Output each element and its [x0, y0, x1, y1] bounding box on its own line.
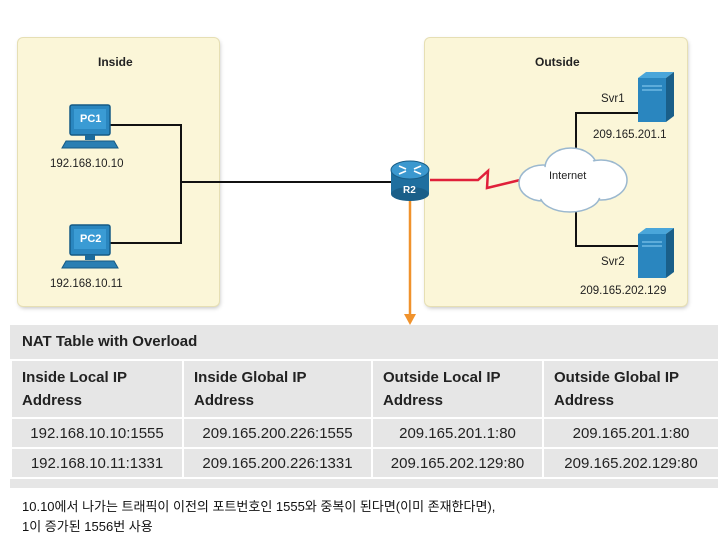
table-cell: 209.165.201.1:80	[542, 417, 720, 449]
pc2-computer-icon	[61, 224, 119, 269]
header-outside-global: Outside Global IP Address	[542, 359, 720, 419]
table-row: 192.168.10.11:1331 209.165.200.226:1331 …	[10, 447, 720, 479]
nat-table: Inside Local IP Address Inside Global IP…	[10, 359, 720, 479]
internet-to-svr1-link	[575, 112, 640, 158]
note-line-1: 10.10에서 나가는 트래픽이 이전의 포트번호인 1555와 중복이 된다면…	[22, 499, 496, 514]
header-inside-global: Inside Global IP Address	[182, 359, 373, 419]
svr2-name: Svr2	[601, 256, 625, 268]
network-links	[108, 112, 640, 247]
table-cell: 209.165.202.129:80	[371, 447, 544, 479]
table-row: 192.168.10.10:1555 209.165.200.226:1555 …	[10, 417, 720, 449]
table-cell: 209.165.201.1:80	[371, 417, 544, 449]
pc1-ip: 192.168.10.10	[50, 158, 124, 170]
table-cell: 192.168.10.11:1331	[10, 447, 184, 479]
internet-label: Internet	[549, 170, 587, 182]
internet-to-svr2-link	[575, 205, 640, 247]
nat-table-header-row: Inside Local IP Address Inside Global IP…	[10, 359, 720, 419]
nat-table-panel: NAT Table with Overload Inside Local IP …	[10, 325, 720, 488]
svr1-server-icon	[638, 72, 674, 122]
header-outside-local: Outside Local IP Address	[371, 359, 544, 419]
inside-zone	[18, 38, 219, 306]
pc1-link	[108, 124, 182, 182]
pc1-name: PC1	[80, 113, 102, 125]
table-cell: 209.165.200.226:1555	[182, 417, 373, 449]
svr2-ip: 209.165.202.129	[580, 285, 667, 297]
pc2-name: PC2	[80, 233, 102, 245]
pc2-link	[108, 182, 182, 244]
table-cell: 192.168.10.10:1555	[10, 417, 184, 449]
router-name: R2	[403, 185, 416, 196]
note-line-2: 1이 증가된 1556번 사용	[22, 519, 153, 534]
explanation-note: 10.10에서 나가는 트래픽이 이전의 포트번호인 1555와 중복이 된다면…	[22, 497, 495, 537]
table-cell: 209.165.200.226:1331	[182, 447, 373, 479]
router-icon	[390, 160, 430, 201]
svr1-name: Svr1	[601, 93, 625, 105]
pc2-ip: 192.168.10.11	[50, 278, 123, 290]
table-cell: 209.165.202.129:80	[542, 447, 720, 479]
serial-link	[430, 168, 521, 190]
pc1-computer-icon	[61, 104, 119, 149]
header-inside-local: Inside Local IP Address	[10, 359, 184, 419]
svr1-ip: 209.165.201.1	[593, 129, 667, 141]
outside-zone-title: Outside	[535, 55, 580, 69]
inside-zone-title: Inside	[98, 55, 133, 69]
svr2-server-icon	[638, 228, 674, 278]
nat-table-title: NAT Table with Overload	[22, 333, 198, 350]
arrow-icon	[404, 194, 416, 325]
